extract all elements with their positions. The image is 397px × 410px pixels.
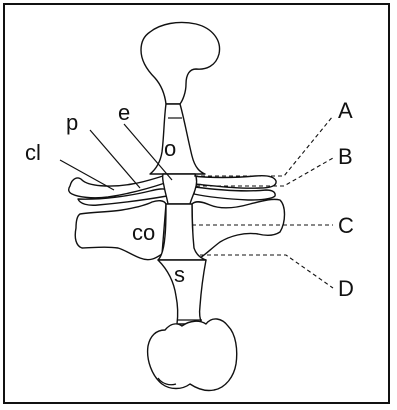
xiphisternum bbox=[148, 319, 237, 391]
label-co: co bbox=[132, 220, 155, 245]
callout-D bbox=[200, 255, 333, 288]
label-o: o bbox=[164, 136, 176, 161]
label-e: e bbox=[118, 100, 130, 125]
epicoracoid bbox=[163, 174, 197, 204]
omosternum-cap bbox=[141, 22, 220, 104]
callout-A bbox=[194, 116, 333, 176]
right-coracoid bbox=[192, 199, 285, 258]
right-procoracoid bbox=[194, 187, 275, 200]
label-A: A bbox=[338, 98, 353, 123]
label-B: B bbox=[338, 144, 353, 169]
p-leader bbox=[90, 130, 140, 188]
label-D: D bbox=[338, 276, 354, 301]
label-C: C bbox=[338, 213, 354, 238]
label-cl: cl bbox=[25, 140, 41, 165]
label-s: s bbox=[174, 262, 185, 287]
label-p: p bbox=[66, 110, 78, 135]
